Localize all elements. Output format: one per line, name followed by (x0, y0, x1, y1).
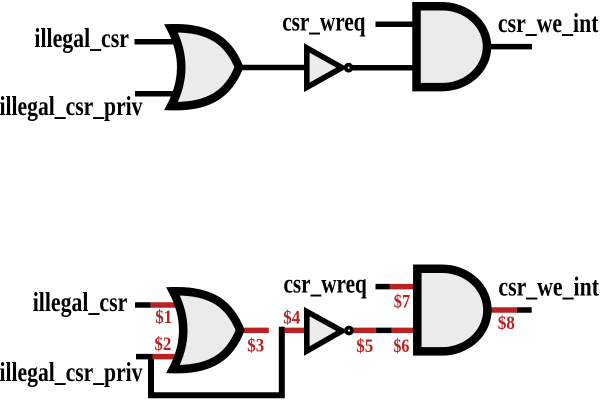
svg-text:illegal_csr_priv: illegal_csr_priv (0, 357, 143, 387)
svg-text:csr_wreq: csr_wreq (282, 6, 365, 36)
svg-text:$7: $7 (394, 292, 411, 313)
svg-text:$2: $2 (154, 334, 171, 355)
svg-text:$6: $6 (393, 336, 409, 357)
svg-text:$1: $1 (155, 307, 172, 328)
svg-text:csr_we_int: csr_we_int (498, 271, 599, 301)
svg-text:$3: $3 (247, 335, 264, 356)
svg-text:$8: $8 (498, 313, 515, 334)
svg-text:illegal_csr_priv: illegal_csr_priv (0, 91, 143, 121)
svg-text:$4: $4 (283, 307, 300, 328)
svg-text:csr_wreq: csr_wreq (284, 268, 367, 298)
svg-text:csr_we_int: csr_we_int (498, 8, 599, 38)
svg-text:$5: $5 (356, 336, 373, 357)
svg-text:illegal_csr: illegal_csr (34, 23, 129, 53)
svg-text:illegal_csr: illegal_csr (33, 287, 128, 317)
